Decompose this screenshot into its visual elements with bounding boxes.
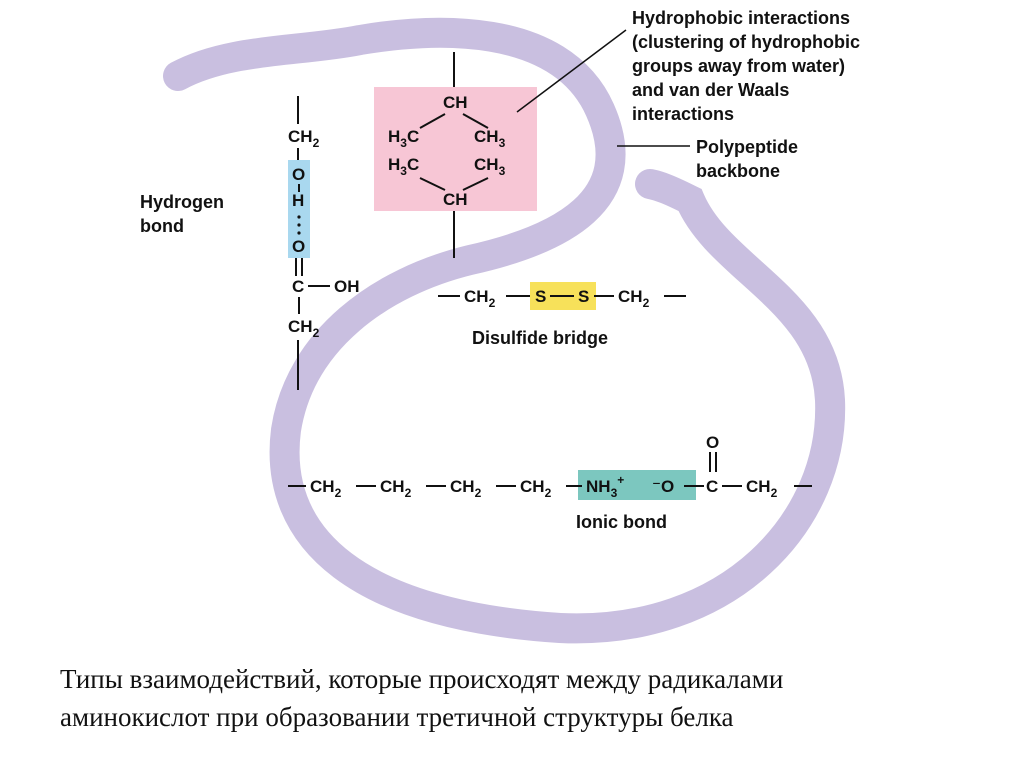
backbone-label-line2: backbone: [696, 161, 780, 181]
hydrogen-bond-highlight: [288, 160, 310, 258]
caption-line1: Типы взаимодействий, которые происходят …: [60, 664, 784, 694]
ds-ch2-right: CH2: [618, 287, 650, 310]
hydrophobic-label-line1: Hydrophobic interactions: [632, 8, 850, 28]
diagram-canvas: CH2 O H O C OH CH2 Hydrogen bond CH H3C …: [140, 8, 860, 644]
hydrogen-label-line1: Hydrogen: [140, 192, 224, 212]
ion-minus-o: ⁻O: [652, 477, 674, 496]
hb-oh: OH: [334, 277, 360, 296]
hydrophobic-highlight: [374, 87, 537, 211]
disulfide-label: Disulfide bridge: [472, 328, 608, 348]
polypeptide-backbone: [163, 17, 846, 644]
hp-ch3-bottom: CH3: [474, 155, 506, 178]
ds-ch2-left: CH2: [464, 287, 496, 310]
ion-ch2-2: CH2: [380, 477, 412, 500]
hp-ch-top: CH: [443, 93, 468, 112]
disulfide-group: CH2 S S CH2: [438, 282, 686, 310]
hb-o-bottom: O: [292, 237, 305, 256]
ion-ch2-4: CH2: [520, 477, 552, 500]
hydrophobic-leader: [516, 29, 627, 113]
ion-ch2-right: CH2: [746, 477, 778, 500]
hp-ch-bottom: CH: [443, 190, 468, 209]
hb-h: H: [292, 191, 304, 210]
hp-ch3-top: CH3: [474, 127, 506, 150]
hydrophobic-label-line3: groups away from water): [632, 56, 845, 76]
ion-ch2-3: CH2: [450, 477, 482, 500]
ion-ch2-1: CH2: [310, 477, 342, 500]
ionic-highlight: [578, 470, 696, 500]
ionic-group: CH2 CH2 CH2 CH2 NH3+ ⁻O C O CH2: [288, 433, 812, 500]
slide-caption: Типы взаимодействий, которые происходят …: [60, 660, 1000, 736]
ionic-label: Ionic bond: [576, 512, 667, 532]
caption-line2: аминокислот при образовании третичной ст…: [60, 702, 734, 732]
hydrogen-label-line2: bond: [140, 216, 184, 236]
hp-h3c-top: H3C: [388, 127, 419, 150]
ds-s-left: S: [535, 287, 546, 306]
hb-o-top: O: [292, 165, 305, 184]
hb-c: C: [292, 277, 304, 296]
hydrogen-bond-group: CH2 O H O C OH CH2: [288, 96, 360, 390]
hp-h3c-bottom: H3C: [388, 155, 419, 178]
ion-nh3: NH3+: [586, 473, 624, 500]
backbone-label-line1: Polypeptide: [696, 137, 798, 157]
hb-ch2-top: CH2: [288, 127, 320, 150]
hydrophobic-label-line4: and van der Waals: [632, 80, 789, 100]
hydrophobic-group: CH H3C CH3 H3C CH3 CH: [374, 52, 537, 258]
ion-o-top: O: [706, 433, 719, 452]
hb-ch2-bottom: CH2: [288, 317, 320, 340]
hydrophobic-label-line2: (clustering of hydrophobic: [632, 32, 860, 52]
hydrophobic-label-line5: interactions: [632, 104, 734, 124]
ion-c: C: [706, 477, 718, 496]
ds-s-right: S: [578, 287, 589, 306]
